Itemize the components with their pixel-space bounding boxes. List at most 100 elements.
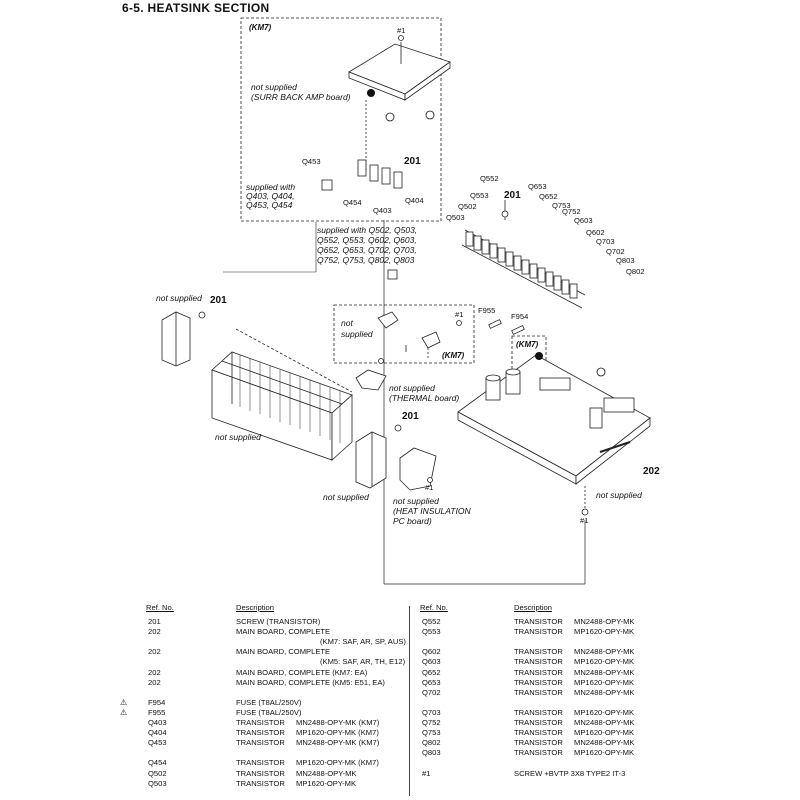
ref-cell: F955: [148, 707, 166, 717]
heatsink: [211, 328, 353, 461]
svg-text:not supplied: not supplied: [389, 383, 435, 393]
svg-text:Q702: Q702: [606, 247, 625, 256]
ref-cell: Q453: [148, 738, 167, 748]
svg-text:supplied with Q502, Q503,: supplied with Q502, Q503,: [317, 225, 417, 235]
description-cell: MAIN BOARD, COMPLETE (KM7: EA): [236, 667, 368, 677]
svg-text:(SURR BACK AMP board): (SURR BACK AMP board): [251, 92, 351, 102]
svg-text:not supplied: not supplied: [215, 432, 261, 442]
svg-text:202: 202: [643, 466, 660, 477]
description-cell: TRANSISTOR: [514, 748, 563, 758]
ref-cell: 201: [148, 617, 161, 627]
part-number-cell: MP1620-OPY-MK: [296, 778, 357, 788]
ref-cell: Q653: [422, 677, 441, 687]
header-description: Description: [514, 603, 552, 612]
ref-cell: Q702: [422, 687, 441, 697]
header-description: Description: [236, 603, 274, 612]
svg-text:201: 201: [404, 156, 421, 167]
ref-cell: Q552: [422, 617, 441, 627]
ref-cell: 202: [148, 677, 161, 687]
table-row: (KM5: SAF, AR, TH, E12): [120, 657, 405, 667]
table-divider: [409, 606, 410, 796]
description-cell: (KM5: SAF, AR, TH, E12): [320, 657, 406, 667]
description-cell: FUSE (T8AL/250V): [236, 697, 302, 707]
svg-text:Q603: Q603: [574, 216, 593, 225]
warning-icon: ⚠: [120, 697, 128, 707]
description-cell: TRANSISTOR: [514, 647, 563, 657]
svg-text:not supplied: not supplied: [156, 293, 202, 303]
part-number-cell: MP1620-OPY-MK (KM7): [296, 758, 379, 768]
description-cell: TRANSISTOR: [236, 768, 285, 778]
description-cell: TRANSISTOR: [236, 718, 285, 728]
ref-cell: Q502: [148, 768, 167, 778]
part-number-cell: MN2488-OPY-MK: [296, 768, 357, 778]
svg-text:Q602: Q602: [586, 228, 605, 237]
transistor-group-km7: [357, 159, 403, 189]
part-number-cell: MN2488-OPY-MK: [574, 718, 635, 728]
part-number-cell: MN2488-OPY-MK (KM7): [296, 738, 380, 748]
table-header: Ref. No. Description: [120, 603, 405, 613]
description-cell: (KM7: SAF, AR, SP, AUS): [320, 637, 406, 647]
svg-text:(KM7): (KM7): [249, 23, 272, 32]
svg-text:Q652, Q653, Q702, Q703,: Q652, Q653, Q702, Q703,: [317, 245, 417, 255]
ref-cell: Q652: [422, 667, 441, 677]
svg-text:Q703: Q703: [596, 237, 615, 246]
parts-table-left: Ref. No. Description 201 SCREW (TRANSISTO…: [120, 603, 406, 789]
svg-text:Q553: Q553: [470, 191, 489, 200]
svg-text:#1: #1: [455, 310, 463, 319]
ref-cell: 202: [148, 647, 161, 657]
description-cell: TRANSISTOR: [236, 728, 285, 738]
table-row: [420, 758, 780, 768]
table-row: [120, 748, 405, 758]
svg-text:(KM7): (KM7): [516, 340, 539, 349]
description-cell: TRANSISTOR: [236, 738, 285, 748]
part-number-cell: MN2488-OPY-MK (KM7): [296, 718, 380, 728]
ref-cell: Q602: [422, 647, 441, 657]
part-number-cell: MP1620-OPY-MK: [574, 627, 635, 637]
svg-text:#1: #1: [580, 516, 588, 525]
table-row: 201 SCREW (TRANSISTOR): [120, 617, 405, 627]
description-cell: TRANSISTOR: [514, 707, 563, 717]
header-ref: Ref. No.: [146, 603, 174, 612]
description-cell: SCREW (TRANSISTOR): [236, 617, 321, 627]
svg-text:Q502: Q502: [458, 202, 477, 211]
svg-text:Q453, Q454: Q453, Q454: [246, 200, 293, 210]
description-cell: TRANSISTOR: [514, 657, 563, 667]
description-cell: MAIN BOARD, COMPLETE (KM5: E51, EA): [236, 677, 385, 687]
description-cell: FUSE (T8AL/250V): [236, 707, 302, 717]
thermal-board: [355, 369, 387, 391]
ref-cell: Q403: [148, 718, 167, 728]
part-number-cell: MP1620-OPY-MK: [574, 657, 635, 667]
description-cell: TRANSISTOR: [514, 667, 563, 677]
svg-text:#1: #1: [397, 26, 405, 35]
ref-cell: Q802: [422, 738, 441, 748]
description-cell: TRANSISTOR: [514, 617, 563, 627]
description-cell: TRANSISTOR: [514, 687, 563, 697]
table-header: Ref. No. Description: [420, 603, 780, 613]
part-number-cell: MN2488-OPY-MK: [574, 617, 635, 627]
svg-text:#1: #1: [425, 483, 433, 492]
main-board: [457, 354, 651, 516]
svg-text:201: 201: [210, 295, 227, 306]
svg-text:Q752: Q752: [562, 207, 581, 216]
svg-text:Q552, Q553, Q602, Q603,: Q552, Q553, Q602, Q603,: [317, 235, 417, 245]
description-cell: MAIN BOARD, COMPLETE: [236, 627, 331, 637]
left-bracket: [161, 311, 206, 367]
svg-text:201: 201: [402, 411, 419, 422]
connector-markers: [367, 89, 606, 377]
svg-text:not supplied: not supplied: [393, 496, 439, 506]
exploded-view-diagram: (KM7) #1 not supplied (SURR BACK AMP boa…: [156, 17, 660, 585]
